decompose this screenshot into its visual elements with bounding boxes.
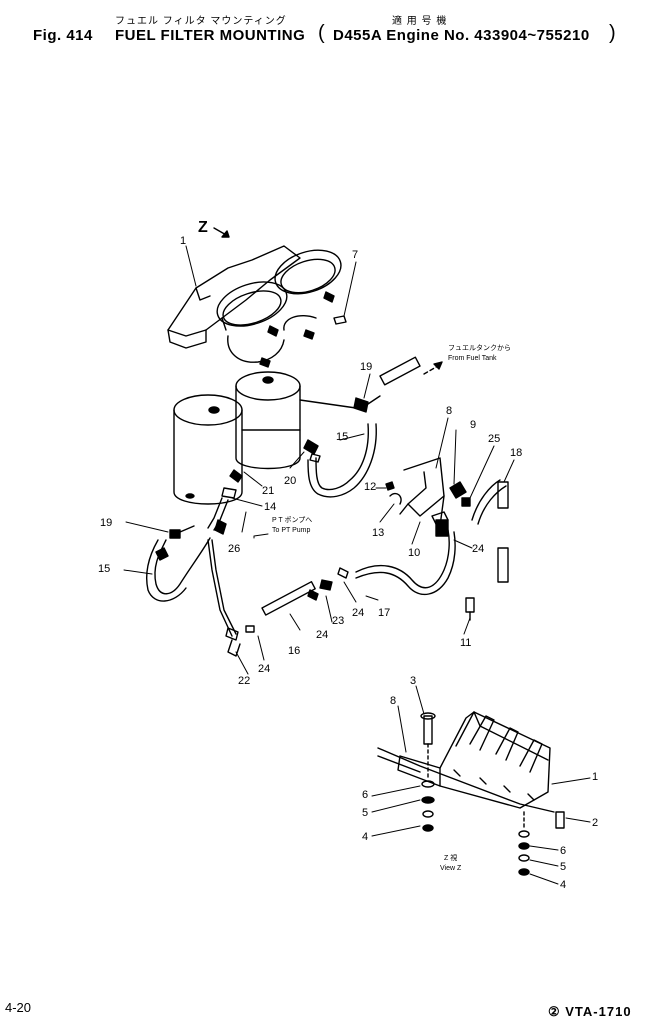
callout-10: 10 xyxy=(408,547,420,559)
view-z-leaders xyxy=(371,685,591,885)
callout-v4b: 4 xyxy=(560,879,566,891)
callout-12: 12 xyxy=(364,481,376,493)
callout-24: 24 xyxy=(472,543,484,555)
from-tank-jp: フュエルタンクから xyxy=(448,343,511,352)
filter-bracket-assembly xyxy=(167,245,347,368)
callout-26: 26 xyxy=(228,543,240,555)
callout-20: 20 xyxy=(284,475,296,487)
view-z-arrow: Z xyxy=(198,219,230,238)
callout-v2: 2 xyxy=(592,817,598,829)
callout-15b: 15 xyxy=(98,563,110,575)
paren-close: ) xyxy=(609,22,617,44)
to-pump-jp: P T ポンプへ xyxy=(272,516,312,524)
callout-18: 18 xyxy=(510,447,522,459)
from-tank-en: From Fuel Tank xyxy=(448,355,497,362)
fuel-lines xyxy=(146,356,509,657)
callout-v5b: 5 xyxy=(560,861,566,873)
callout-1: 1 xyxy=(180,235,186,247)
callout-numbers: 1 7 19 8 9 25 18 15 20 21 14 26 12 13 10… xyxy=(98,235,522,687)
to-pump-en: To PT Pump xyxy=(272,527,310,534)
callout-v3: 3 xyxy=(410,675,416,687)
figure-title: FUEL FILTER MOUNTING xyxy=(115,27,306,44)
view-z-callouts: 3 8 1 6 5 4 2 6 5 4 Z 視 View Z xyxy=(362,675,598,891)
callout-14: 14 xyxy=(264,501,276,513)
svg-text:Z: Z xyxy=(198,219,208,236)
callout-22: 22 xyxy=(238,675,250,687)
callout-13: 13 xyxy=(372,527,384,539)
callout-24d: 24 xyxy=(258,663,270,675)
callout-9: 9 xyxy=(470,419,476,431)
callout-19: 19 xyxy=(360,361,372,373)
callout-v5: 5 xyxy=(362,807,368,819)
callout-8: 8 xyxy=(446,405,452,417)
callout-7: 7 xyxy=(352,249,358,261)
view-z-detail xyxy=(377,711,565,876)
applicability-japanese: 適 用 号 機 xyxy=(392,16,448,27)
applicability-text: D455A Engine No. 433904~755210 xyxy=(333,27,590,44)
callout-15: 15 xyxy=(336,431,348,443)
title-japanese: フュエル フィルタ マウンティング xyxy=(115,16,287,27)
callout-24b: 24 xyxy=(352,607,364,619)
callout-19b: 19 xyxy=(100,517,112,529)
callout-v4: 4 xyxy=(362,831,368,843)
callout-25: 25 xyxy=(488,433,500,445)
page-number: 4-20 xyxy=(5,1000,32,1015)
figure-number: Fig. 414 xyxy=(33,27,93,44)
view-z-label-en: View Z xyxy=(440,865,462,872)
callout-23: 23 xyxy=(332,615,344,627)
fuel-filter-cartridges xyxy=(173,371,301,505)
callout-16: 16 xyxy=(288,645,300,657)
leader-lines xyxy=(123,245,515,675)
direction-notes: フュエルタンクから From Fuel Tank P T ポンプへ To PT … xyxy=(272,343,511,534)
callout-24c: 24 xyxy=(316,629,328,641)
callout-11: 11 xyxy=(460,637,471,649)
callout-v6: 6 xyxy=(362,789,368,801)
callout-v8: 8 xyxy=(390,695,396,707)
drawing-code: ② VTA-1710 xyxy=(548,1004,632,1019)
callout-17: 17 xyxy=(378,607,390,619)
callout-v1: 1 xyxy=(592,771,598,783)
callout-21: 21 xyxy=(262,485,274,497)
callout-v6b: 6 xyxy=(560,845,566,857)
view-z-label-jp: Z 視 xyxy=(444,853,457,862)
paren-open: ( xyxy=(318,22,326,44)
